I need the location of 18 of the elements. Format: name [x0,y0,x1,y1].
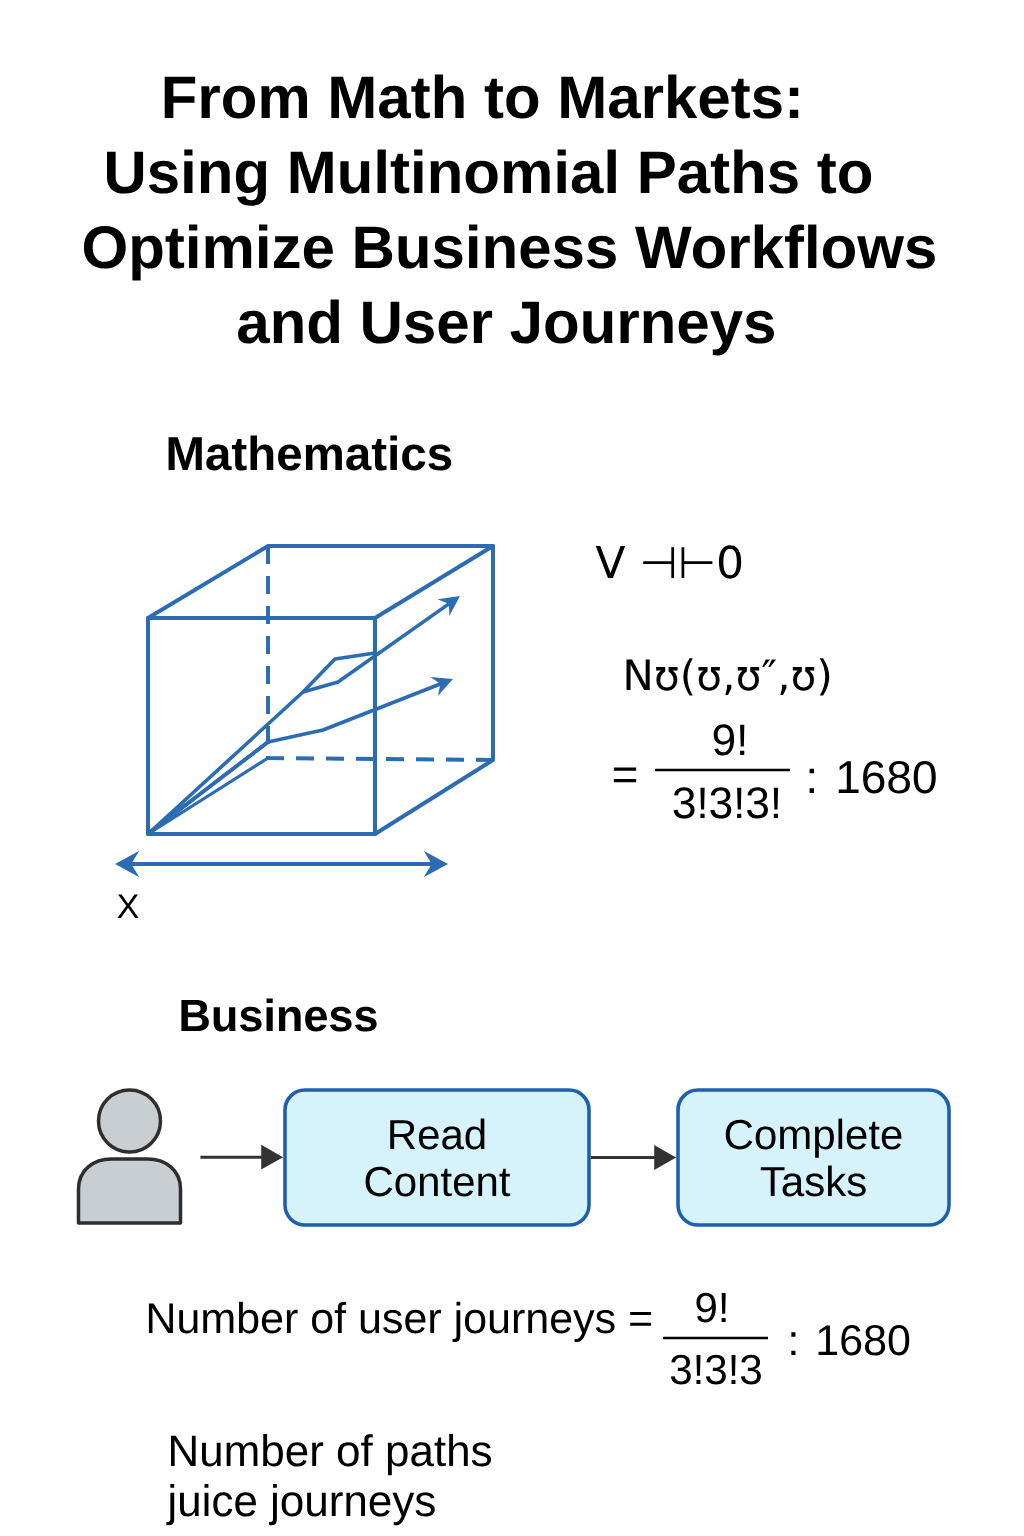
process-box: Complete Tasks [676,1088,951,1227]
section-heading: Business [181,998,377,1032]
title: From Math to Markets: Using Multinomial Paths to Optimize Business Workflows and User Journeys [84,74,935,356]
numerator: 9! [696,1292,726,1323]
denominator: 3!3!3! [673,787,779,819]
numerator: 9! [713,724,745,756]
note-text: Number of paths juice journeys [166,1434,491,1526]
section-heading: Mathematics [168,435,452,471]
person-icon [76,1088,183,1225]
process-box: Read Content [283,1088,591,1227]
formula-text: Nʊ(ʊ,ʊ″,ʊ) [626,658,830,696]
denominator: 3!3!3 [670,1354,761,1385]
formula-text: V ⊣⊢0 [595,545,742,579]
equals-sign: = [613,767,637,783]
formula-result: : 1680 [791,1325,910,1356]
axis-label: X [117,894,139,918]
formula-text: Number of user journeys = [148,1301,652,1342]
formula-result: : 1680 [809,760,936,794]
